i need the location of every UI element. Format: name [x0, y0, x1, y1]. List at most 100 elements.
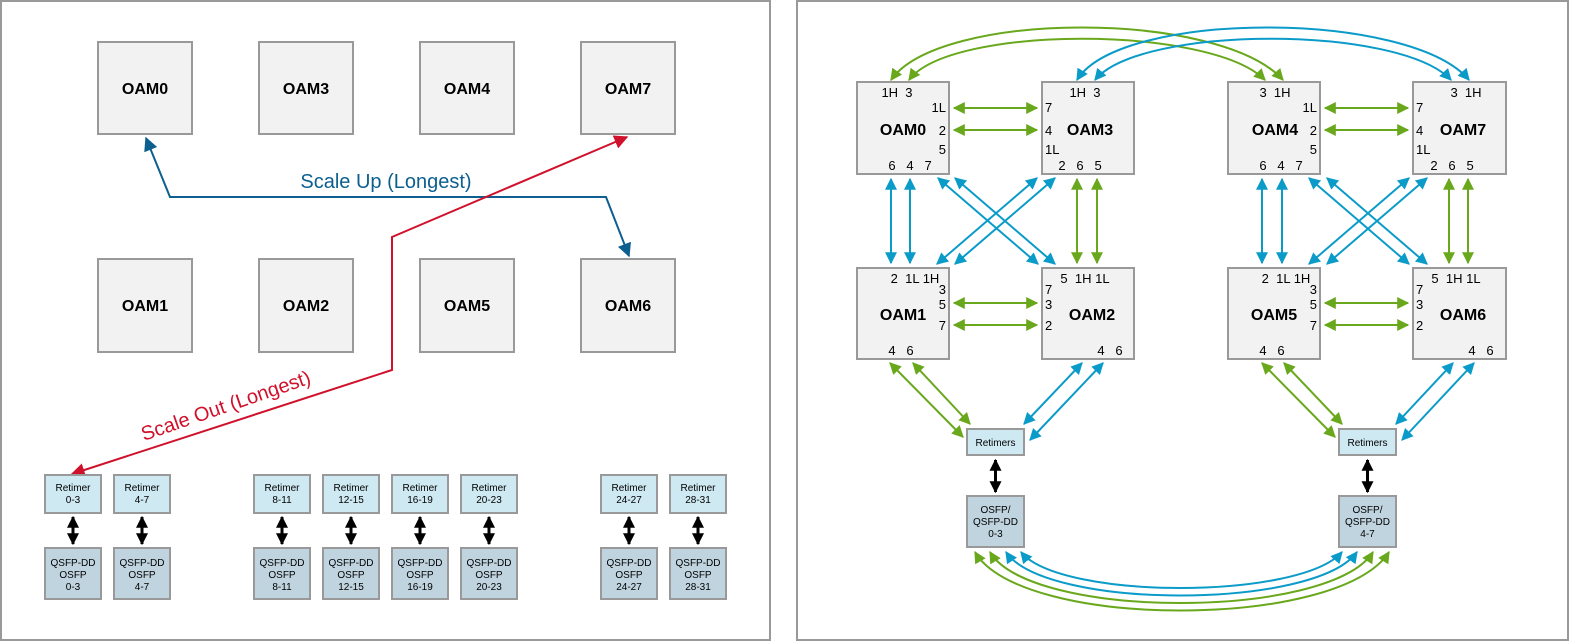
port-label: 7: [1310, 318, 1317, 333]
oam-label: OAM7: [1440, 122, 1486, 139]
port-label: QSFP-DD: [120, 558, 165, 569]
retimers-left[interactable]: Retimers: [966, 428, 1025, 456]
retimers-right[interactable]: Retimers: [1338, 428, 1397, 456]
port-label: OSFP: [615, 570, 643, 581]
oam4-box[interactable]: 3 1H 1L OAM4 2 5 6 4 7: [1227, 81, 1321, 175]
port-label: 4 6: [1468, 343, 1493, 358]
port-line: QSFP-DD: [973, 517, 1018, 528]
oam0-box[interactable]: 1H 3 1L OAM0 2 5 6 4 7: [856, 81, 950, 175]
retimer-group: Retimer0-3QSFP-DDOSFP0-3Retimer4-7QSFP-D…: [44, 474, 727, 600]
port-line: OSFP/: [1352, 505, 1382, 516]
port-label: QSFP-DD: [467, 558, 512, 569]
oam-box[interactable]: OAM2: [258, 258, 354, 353]
osfp-port-right[interactable]: OSFP/ QSFP-DD 4-7: [1338, 495, 1397, 548]
oam-box[interactable]: OAM3: [258, 41, 354, 135]
port-label: 2: [1416, 318, 1423, 333]
port-label: 20-23: [476, 582, 502, 593]
port-label: 7: [1416, 100, 1423, 115]
port-label: 24-27: [616, 582, 642, 593]
link-arc: [1005, 551, 1358, 597]
retimer-label: Retimer: [124, 483, 160, 494]
oam-box[interactable]: OAM0: [97, 41, 193, 135]
right-panel: 1H 3 1L OAM0 2 5 6 4 7 1H 3 7 4 OAM3 1L …: [796, 0, 1569, 641]
retimer-label: Retimer: [611, 483, 647, 494]
link-arc: [908, 37, 1266, 81]
port-label: 5 1H 1L: [1431, 271, 1480, 286]
link-arc: [1076, 26, 1470, 82]
port-label: OSFP: [475, 570, 503, 581]
port-label: 3 1H: [1450, 85, 1481, 100]
osfp-port-left[interactable]: OSFP/ QSFP-DD 0-3: [966, 495, 1025, 548]
port-line: 0-3: [988, 529, 1003, 540]
port-label: 1L: [1416, 142, 1430, 157]
port-label: QSFP-DD: [51, 558, 96, 569]
oam-box[interactable]: OAM1: [97, 258, 193, 353]
port-label: 16-19: [407, 582, 433, 593]
retimer-label: Retimer: [471, 483, 507, 494]
port-label: 7: [939, 318, 946, 333]
port-label: 0-3: [66, 582, 81, 593]
scale-out-path: [70, 135, 629, 477]
oam6-box[interactable]: 5 1H 1L 7 3 OAM6 2 4 6: [1412, 267, 1507, 360]
oam5-box[interactable]: 2 1L 1H 3 5 OAM5 7 4 6: [1227, 267, 1321, 360]
port-label: 3: [1416, 297, 1423, 312]
port-label: 7: [1416, 282, 1423, 297]
blue-link: [954, 177, 1056, 265]
link-arc: [1094, 37, 1452, 81]
port-label: QSFP-DD: [676, 558, 721, 569]
retimer-label: Retimer: [402, 483, 438, 494]
port-label: 7: [1045, 282, 1052, 297]
port-label: QSFP-DD: [607, 558, 652, 569]
oam-label: OAM0: [880, 122, 926, 139]
oam7-box[interactable]: 3 1H 7 4 OAM7 1L 2 6 5: [1412, 81, 1507, 175]
blue-link: [1029, 362, 1104, 441]
port-label: 6 4 7: [888, 158, 931, 173]
port-label: 7: [1045, 100, 1052, 115]
port-line: OSFP/: [980, 505, 1010, 516]
oam-label: OAM6: [1440, 307, 1486, 324]
port-label: 1L: [1303, 100, 1317, 115]
link-arc: [890, 26, 1284, 81]
oam-box[interactable]: OAM4: [419, 41, 515, 135]
retimer-label: 28-31: [685, 495, 711, 506]
port-label: 4 6: [1259, 343, 1284, 358]
port-label: 2: [1310, 123, 1317, 138]
oam1-box[interactable]: 2 1L 1H 3 5 OAM1 7 4 6: [856, 267, 950, 360]
port-label: 1L: [932, 100, 946, 115]
port-label: OSFP: [684, 570, 712, 581]
oam-box[interactable]: OAM5: [419, 258, 515, 353]
link-arc: [974, 550, 1390, 612]
oam2-box[interactable]: 5 1H 1L 7 3 OAM2 2 4 6: [1041, 267, 1135, 360]
port-label: OSFP: [128, 570, 156, 581]
retimer-label: Retimer: [264, 483, 300, 494]
green-link: [912, 362, 971, 425]
scale-up-label: Scale Up (Longest): [300, 171, 471, 193]
port-label: 5: [939, 142, 946, 157]
oam3-box[interactable]: 1H 3 7 4 OAM3 1L 2 6 5: [1041, 81, 1135, 175]
oam-box[interactable]: OAM7: [580, 41, 676, 135]
oam-box[interactable]: OAM6: [580, 258, 676, 353]
blue-link: [1326, 177, 1428, 265]
port-line: 4-7: [1360, 529, 1375, 540]
oam-label: OAM6: [605, 298, 651, 315]
port-label: 4: [1045, 123, 1052, 138]
port-label: 4-7: [135, 582, 150, 593]
port-label: 1H 3: [881, 85, 912, 100]
